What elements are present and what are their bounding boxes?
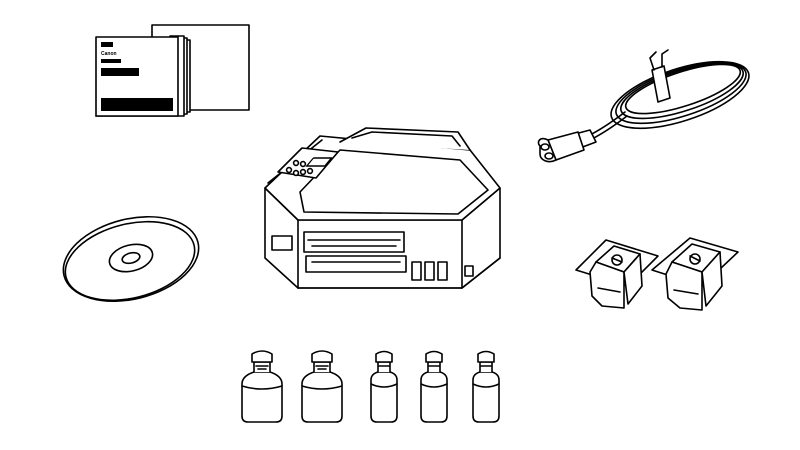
ink-bottle-body	[420, 371, 448, 423]
print-head-contact-line	[689, 255, 701, 262]
ink-bottle-body	[301, 371, 343, 423]
ink-bottle-body	[370, 371, 398, 423]
manual-text-block	[101, 68, 139, 76]
printer-button	[285, 166, 293, 174]
printer-ink-tank-window	[424, 261, 435, 281]
printer-button	[292, 169, 300, 177]
print-head-seam	[673, 289, 699, 295]
ink-bottle-slim	[472, 350, 500, 423]
printer-ink-tank-window	[437, 261, 448, 281]
disc-hole	[121, 251, 141, 265]
manual-text-block	[101, 98, 173, 111]
ink-bottle-cap	[477, 350, 495, 363]
printer-ink-tank-window	[411, 261, 422, 281]
cord-coil	[620, 62, 744, 120]
manual-text-block	[101, 59, 121, 63]
ink-bottle-shoulder	[472, 383, 500, 388]
ink-bottle-slim	[370, 350, 398, 423]
printer-display	[305, 157, 333, 167]
printer-button	[299, 160, 307, 168]
printer-output-tray	[307, 239, 401, 247]
print-head-left	[575, 239, 659, 309]
ink-bottle-ridges	[255, 365, 269, 370]
cord-lead	[589, 115, 628, 141]
ink-bottle-shoulder	[301, 385, 343, 390]
cord-twist-tie	[651, 65, 671, 103]
printer-scan-area	[299, 149, 489, 215]
printer-front-cassette	[305, 255, 407, 273]
cord-coil	[615, 61, 747, 125]
cord-lead	[587, 111, 626, 137]
printer-button	[306, 167, 314, 175]
printer-operation-panel	[277, 147, 339, 179]
ink-bottle-neck	[253, 361, 271, 373]
plug-pin	[540, 143, 550, 151]
print-head-side	[701, 251, 723, 307]
cord-coil	[610, 60, 750, 130]
printer-base	[297, 257, 501, 289]
cd-disc-icon	[62, 215, 200, 303]
ink-bottle-large	[301, 350, 343, 423]
printer-output-slot	[303, 231, 405, 253]
ink-bottle-body	[241, 371, 283, 423]
cord-tie-end	[649, 51, 657, 71]
printer-ink-tank-window	[464, 265, 474, 277]
ink-bottle-shoulder	[420, 383, 448, 388]
ink-bottle-shoulder	[241, 385, 283, 390]
print-head-right	[651, 237, 739, 311]
manual-brand-text: Canon	[101, 51, 117, 57]
printer-button	[292, 159, 300, 167]
print-head-body	[665, 261, 703, 311]
plug-pin	[544, 152, 554, 160]
power-cord-icon	[537, 49, 750, 163]
print-head-seam	[597, 287, 621, 293]
printer-side-panel	[271, 235, 293, 251]
ink-bottle-neck	[427, 361, 441, 373]
printer-rear-tray	[339, 127, 471, 151]
ink-bottle-cap	[375, 350, 393, 363]
ink-bottle-slim	[420, 350, 448, 423]
print-head-side	[623, 253, 643, 305]
ink-bottle-large	[241, 350, 283, 423]
ink-bottle-cap	[251, 350, 273, 363]
printer-button	[299, 168, 307, 176]
ink-bottle-neck	[479, 361, 493, 373]
print-head-icon	[575, 237, 739, 311]
ink-bottle-shoulder	[370, 383, 398, 388]
print-head-body	[589, 261, 625, 309]
ink-bottle-cap	[425, 350, 443, 363]
ink-bottle-icon	[241, 350, 500, 423]
printer-rear-tray-inner	[351, 131, 461, 147]
cord-coil	[624, 63, 742, 115]
ink-bottle-neck	[377, 361, 391, 373]
ink-bottle-ridges	[315, 365, 329, 370]
cord-tie-end	[661, 49, 669, 68]
manual-logo-block	[101, 42, 113, 47]
ink-bottle-body	[472, 371, 500, 423]
manual-icon: Canon	[95, 24, 250, 117]
print-head-contact-line	[611, 257, 623, 263]
disc-edge	[64, 220, 196, 302]
printer-icon	[264, 127, 501, 289]
ink-bottle-cap	[311, 350, 333, 363]
ink-bottle-neck	[313, 361, 331, 373]
